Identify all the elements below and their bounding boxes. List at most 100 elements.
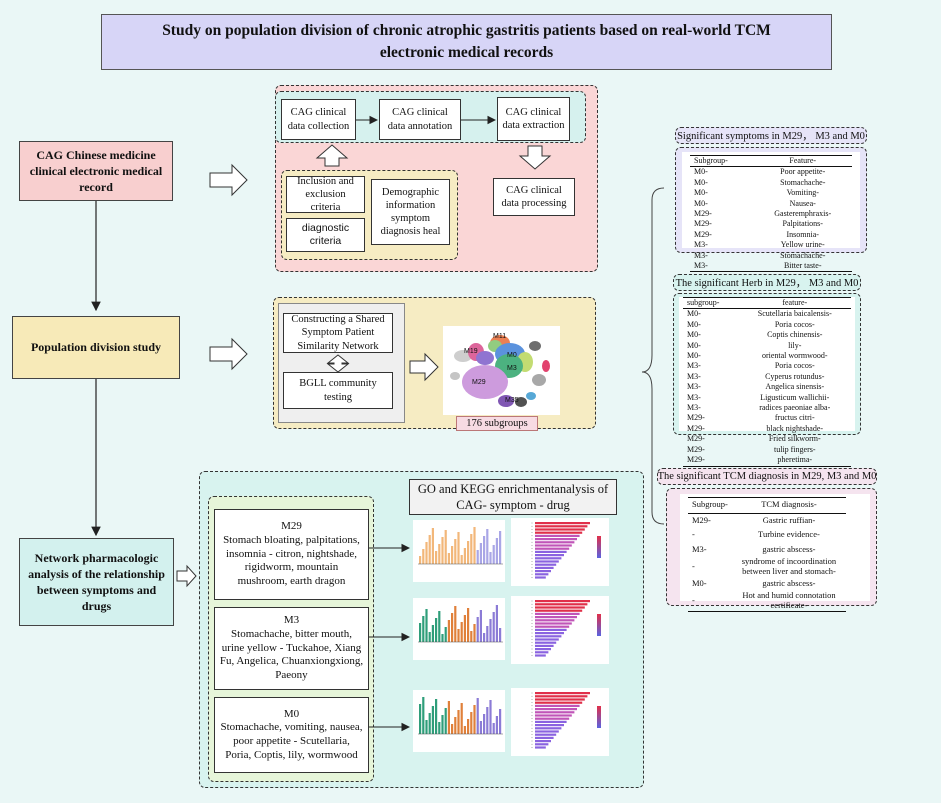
diagnosis-table: Subgroup-TCM diagnosis-M29-Gastric ruffi… [688, 497, 846, 612]
table-row: M29-Gastric ruffian- [688, 513, 846, 528]
subgroup-cell: M29- [687, 423, 705, 433]
feature-cell: Scutellaria baicalensis- [757, 309, 832, 319]
subgroup-cell: M29- [694, 219, 712, 229]
table-row: M0-lily- [683, 341, 851, 351]
extraction-box: CAG clinical data extraction [497, 97, 570, 141]
table-row: M0-Poria cocos- [683, 320, 851, 330]
table-row: M3-Poria cocos- [683, 361, 851, 371]
subgroup-cell: M3- [694, 240, 708, 250]
go-barplot-thumbnail [413, 598, 505, 660]
subgroup-cell: M29- [687, 444, 705, 454]
group-name: M0 [283, 707, 300, 720]
table-row: M29-Fried silkworm- [683, 434, 851, 444]
subgroup-cell: M0- [687, 319, 701, 329]
table-row: M3-radices paeoniae alba- [683, 403, 851, 413]
subgroup-cell: M29- [692, 514, 711, 525]
feature-cell: lily- [788, 340, 802, 350]
table-row: M3- Ligusticum wallichii- [683, 393, 851, 403]
feature-cell: tulip fingers- [773, 444, 816, 454]
demographic-box: Demographic information symptom diagnosi… [371, 179, 450, 245]
network-box: Network pharmacologic analysis of the re… [19, 538, 174, 626]
group-box-m3: M3 Stomachache, bitter mouth, urine yell… [214, 607, 369, 690]
collection-box: CAG clinical data collection [281, 99, 356, 140]
table-row: M3-Yellow urine- [690, 240, 852, 250]
group-name: M3 [283, 614, 300, 627]
table-row: M0-Stomachache- [690, 178, 852, 188]
feature-cell: syndrome of incoordination between liver… [741, 556, 837, 576]
hollow-arrow-division [209, 337, 248, 371]
diagnostic-box: diagnostic criteria [286, 218, 365, 252]
table-header-row: subgroup-feature- [683, 296, 851, 310]
herb-table-bg [679, 297, 855, 431]
subgroup-cell: M0- [687, 309, 701, 319]
table-row: M29- tulip fingers- [683, 445, 851, 455]
subgroup-cell: M0- [694, 167, 708, 177]
subgroup-cell: M0- [687, 351, 701, 361]
table-row: M3-Cyperus rotundus- [683, 372, 851, 382]
table-row: M29-black nightshade- [683, 424, 851, 434]
feature-cell: Nausea- [789, 198, 816, 208]
table-row: M0-Coptis chinensis- [683, 330, 851, 340]
table-row: M3-Bitter taste- [690, 261, 852, 273]
subgroup-cell: - [688, 591, 732, 612]
feature-cell: feature- [738, 296, 851, 310]
subgroup-cell: M3- [687, 371, 701, 381]
feature-cell: Stomachache- [780, 250, 826, 260]
subgroup-cell: M3- [687, 392, 701, 402]
subgroup-cell: M3- [690, 261, 754, 273]
herb-table: subgroup-feature-M0-Scutellaria baicalen… [683, 296, 851, 467]
kegg-dotplot-thumbnail [511, 596, 609, 664]
feature-cell: Turbine evidence- [758, 529, 820, 540]
processing-box: CAG clinical data processing [493, 178, 575, 216]
subgroup-cell: M0- [694, 188, 708, 198]
feature-cell: Ligusticum wallichii- [760, 392, 830, 402]
feature-cell: fructus citri- [774, 413, 815, 423]
subgroup-cell: - [692, 529, 695, 540]
subgroup-cell: M3- [687, 361, 701, 371]
table-row: M0- Poor appetite- [690, 167, 852, 178]
kegg-dotplot-thumbnail [511, 688, 609, 756]
feature-cell: oriental wormwood- [761, 351, 828, 361]
feature-cell: Fried silkworm- [768, 434, 821, 444]
feature-cell: Poor appetite- [780, 167, 826, 177]
table-header-row: Subgroup-Feature- [690, 154, 852, 168]
table-header-row: Subgroup-TCM diagnosis- [688, 497, 846, 514]
division-box: Population division study [12, 316, 180, 379]
table-row: M29-pheretima- [683, 455, 851, 467]
network-build-box: Constructing a Shared Symptom Patient Si… [283, 313, 393, 353]
symptoms-table: Subgroup-Feature-M0-Poor appetite-M0-Sto… [690, 154, 852, 273]
enrichment-header: GO and KEGG enrichmentanalysis of CAG- s… [409, 479, 617, 515]
emr-box: CAG Chinese medicine clinical electronic… [19, 141, 173, 201]
table-row: M0- Scutellaria baicalensis- [683, 309, 851, 320]
feature-cell: gastric abscess- [762, 543, 816, 554]
table-row: M3-Angelica sinensis- [683, 382, 851, 392]
subgroup-cell: M0- [694, 198, 708, 208]
group-box-m0: M0 Stomachache, vomiting, nausea, poor a… [214, 697, 369, 773]
subgroup-cell: M3- [687, 382, 701, 392]
subgroup-cell: Subgroup- [690, 154, 754, 168]
cluster-label: M3 [507, 365, 517, 372]
hollow-arrow-network [176, 564, 197, 588]
subgroup-cell: M3- [694, 250, 708, 260]
subgroups-label: 176 subgroups [456, 416, 538, 431]
cluster-label: M35 [505, 397, 519, 404]
subgroup-cell: M29- [694, 229, 712, 239]
feature-cell: Bitter taste- [753, 261, 852, 273]
table-row: M3- gastric abscess- [688, 543, 846, 558]
cluster-label: M11 [493, 333, 506, 340]
subgroup-cell: M3- [692, 543, 707, 554]
go-barplot-thumbnail [413, 520, 505, 582]
feature-cell: Stomachache- [780, 177, 826, 187]
feature-cell: Coptis chinensis- [767, 330, 823, 340]
right-brace [641, 187, 665, 525]
table-row: -syndrome of incoordination between live… [688, 556, 846, 577]
cluster-network-image: M11 M19 M0 M3 M29 M35 [443, 326, 560, 415]
feature-cell: gastric abscess- [762, 577, 816, 588]
annotation-box: CAG clinical data annotation [379, 99, 461, 140]
table-row: M0-gastric abscess- [688, 577, 846, 592]
feature-cell: Hot and humid connotation certificate- [731, 590, 846, 612]
subgroup-cell: M29- [687, 413, 705, 423]
diagnosis-table-title: The significant TCM diagnosis in M29, M3… [657, 468, 877, 485]
